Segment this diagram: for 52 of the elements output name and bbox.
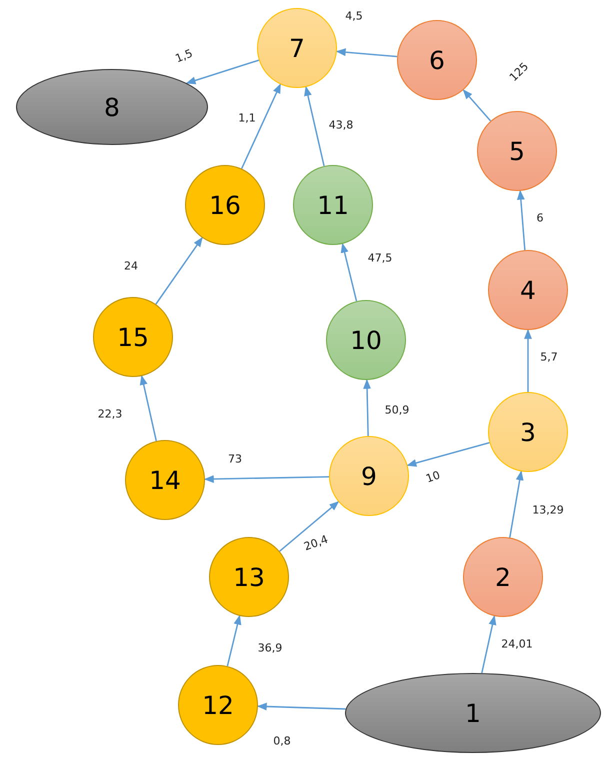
arrow (336, 48, 398, 58)
arrow (406, 442, 490, 467)
node-number: 12 (202, 692, 234, 718)
arrow (363, 379, 371, 436)
edge-label: 47,5 (368, 252, 392, 264)
arrow (524, 329, 532, 392)
edge-label: 43,8 (328, 118, 354, 132)
edge-label: 36,9 (258, 642, 282, 654)
arrow (279, 501, 340, 552)
node-number: 1 (465, 700, 481, 726)
edge-label: 10 (424, 468, 442, 486)
node-number: 11 (317, 192, 349, 218)
arrow (516, 190, 526, 250)
node-number: 16 (209, 192, 241, 218)
node-number: 7 (289, 36, 305, 60)
edge-label: 50,9 (384, 404, 410, 416)
edge-label: 5,7 (540, 350, 558, 364)
node-number: 6 (429, 48, 445, 72)
arrow (257, 702, 346, 710)
edge-label: 6 (536, 212, 544, 224)
edge-label: 20,4 (302, 532, 330, 554)
edge-label: 4,5 (345, 10, 363, 22)
edge-label: 0,8 (273, 734, 291, 748)
node-number: 5 (509, 138, 525, 164)
edge-label: 24,01 (501, 638, 533, 650)
node-number: 14 (149, 468, 181, 492)
node-number: 4 (520, 278, 536, 302)
arrow (462, 89, 492, 122)
edge-label: 125 (506, 60, 532, 84)
node-number: 15 (117, 324, 149, 350)
node-number: 8 (104, 94, 120, 120)
edge-label: 13,29 (532, 504, 564, 516)
edge-label: 1,5 (173, 46, 195, 66)
node-number: 13 (233, 564, 265, 590)
arrow (481, 615, 496, 674)
arrow (186, 59, 260, 84)
arrow (140, 375, 157, 442)
arrow (204, 475, 330, 483)
node-number: 10 (350, 328, 382, 352)
arrow (509, 470, 524, 538)
arrow (304, 86, 325, 166)
arrow (226, 614, 242, 666)
edge-label: 1,1 (238, 112, 256, 124)
arrow (155, 237, 203, 305)
node-number: 3 (520, 420, 536, 444)
arrow (340, 242, 358, 302)
edge-label: 22,3 (98, 408, 122, 420)
edge-label: 73 (228, 452, 242, 466)
edge-label: 24 (124, 260, 138, 272)
node-number: 2 (495, 564, 511, 590)
node-number: 9 (361, 464, 377, 488)
arrow (241, 83, 281, 169)
